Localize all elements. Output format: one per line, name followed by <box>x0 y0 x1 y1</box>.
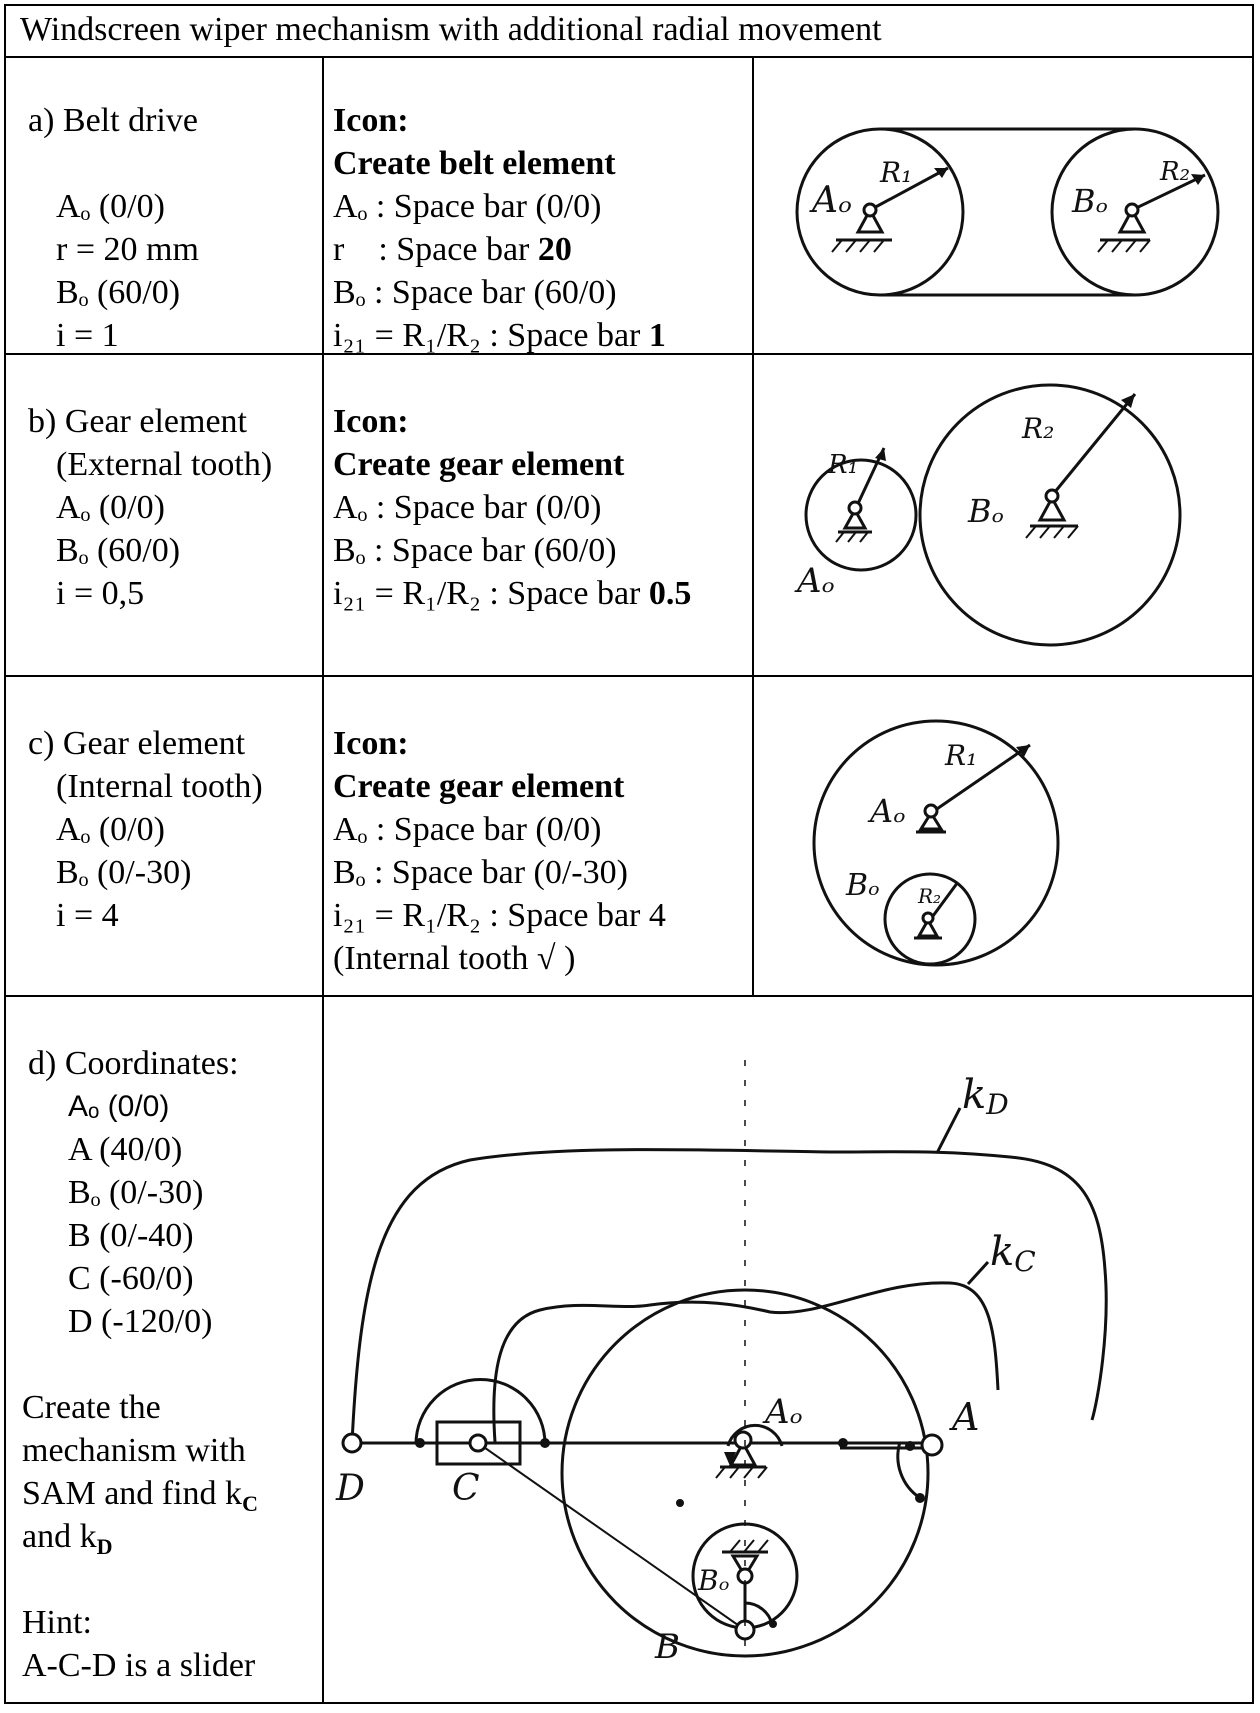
grid-line <box>322 56 324 1704</box>
row-c-icon-label: Icon: <box>333 725 409 762</box>
label-a: A <box>949 1395 979 1439</box>
row-a-step-a0: Aₒ : Space bar (0/0) <box>333 188 602 225</box>
gear-ext-label-a0: Aₒ <box>794 561 835 601</box>
belt-label-b0: Bₒ <box>1071 182 1108 220</box>
row-c-b0: Bₒ (0/-30) <box>56 854 192 891</box>
row-d-coord: B (0/-40) <box>68 1217 194 1254</box>
row-c-i: i = 4 <box>56 897 119 934</box>
row-b-step-b0: Bₒ : Space bar (60/0) <box>333 532 617 569</box>
row-c-tooth: (Internal tooth) <box>56 768 263 805</box>
row-b-a0: Aₒ (0/0) <box>56 489 165 526</box>
row-b-step-a0: Aₒ : Space bar (0/0) <box>333 489 602 526</box>
label-b0: Bₒ <box>697 1564 729 1597</box>
row-a-r: r = 20 mm <box>56 231 199 268</box>
row-a-a0: Aₒ (0/0) <box>56 188 165 225</box>
grid-line <box>752 56 754 996</box>
row-d-coord-a0: Aₒ (0/0) <box>68 1090 170 1123</box>
row-a-label: a) Belt drive <box>28 102 198 139</box>
belt-label-r1: R₁ <box>879 156 912 189</box>
gear-int-label-r2: R₂ <box>917 884 941 908</box>
gear-int-label-r1: R₁ <box>944 739 977 772</box>
gear-int-label-a0: Aₒ <box>867 792 905 830</box>
row-a-i: i = 1 <box>56 317 119 354</box>
row-b-tooth: (External tooth) <box>56 446 273 483</box>
row-d-hint-label: Hint: <box>22 1604 92 1641</box>
row-a-step-r: r : Space bar 20 <box>333 231 572 268</box>
row-b-i: i = 0,5 <box>56 575 145 612</box>
row-c-step-i: i₂₁ = R₁/R₂ : Space bar 4 <box>333 897 666 934</box>
row-b-label: b) Gear element <box>28 403 247 440</box>
label-kc: kC <box>990 1229 1036 1278</box>
row-d-coord: Bₒ (0/-30) <box>68 1174 204 1211</box>
row-c-a0: Aₒ (0/0) <box>56 811 165 848</box>
row-a-b0: Bₒ (60/0) <box>56 274 181 311</box>
gear-int-label-b0: Bₒ <box>845 868 880 903</box>
row-d-coord: C (-60/0) <box>68 1260 194 1297</box>
gear-ext-label-b0: Bₒ <box>967 492 1004 530</box>
grid-line <box>4 56 1254 58</box>
row-d-task: mechanism with <box>22 1432 246 1469</box>
gear-ext-label-r2: R₂ <box>1021 412 1054 445</box>
label-c: C <box>452 1468 480 1509</box>
table-frame <box>4 4 1254 1704</box>
row-b-icon-label: Icon: <box>333 403 409 440</box>
belt-label-r2: R₂ <box>1159 157 1190 187</box>
row-b-step-i: i₂₁ = R₁/R₂ : Space bar 0.5 <box>333 575 692 612</box>
label-kd: kD <box>962 1072 1009 1121</box>
row-c-action: Create gear element <box>333 768 625 805</box>
gear-ext-label-r1: R₁ <box>827 450 858 480</box>
row-c-step-internal: (Internal tooth √ ) <box>333 940 576 977</box>
row-d-task: SAM and find kC <box>22 1475 258 1516</box>
label-b: B <box>654 1627 680 1667</box>
row-c-step-a0: Aₒ : Space bar (0/0) <box>333 811 602 848</box>
row-a-icon-label: Icon: <box>333 102 409 139</box>
row-a-step-b0: Bₒ : Space bar (60/0) <box>333 274 617 311</box>
row-b-action: Create gear element <box>333 446 625 483</box>
row-d-task: Create the <box>22 1389 161 1426</box>
page-title: Windscreen wiper mechanism with addition… <box>20 11 882 48</box>
row-b-b0: Bₒ (60/0) <box>56 532 181 569</box>
row-a-step-i: i₂₁ = R₁/R₂ : Space bar 1 <box>333 317 666 354</box>
belt-label-a0: Aₒ <box>809 180 852 221</box>
grid-line <box>4 353 1254 355</box>
row-d-coord: D (-120/0) <box>68 1303 213 1340</box>
row-d-coord: A (40/0) <box>68 1131 183 1168</box>
grid-line <box>4 675 1254 677</box>
label-a0: Aₒ <box>762 1392 803 1432</box>
row-d-hint: A-C-D is a slider <box>22 1647 256 1684</box>
row-d-heading: d) Coordinates: <box>28 1045 239 1082</box>
row-a-action: Create belt element <box>333 145 616 182</box>
grid-line <box>4 995 1254 997</box>
label-d: D <box>335 1468 365 1509</box>
row-d-task: and kD <box>22 1518 113 1559</box>
row-c-step-b0: Bₒ : Space bar (0/-30) <box>333 854 628 891</box>
row-c-label: c) Gear element <box>28 725 246 762</box>
